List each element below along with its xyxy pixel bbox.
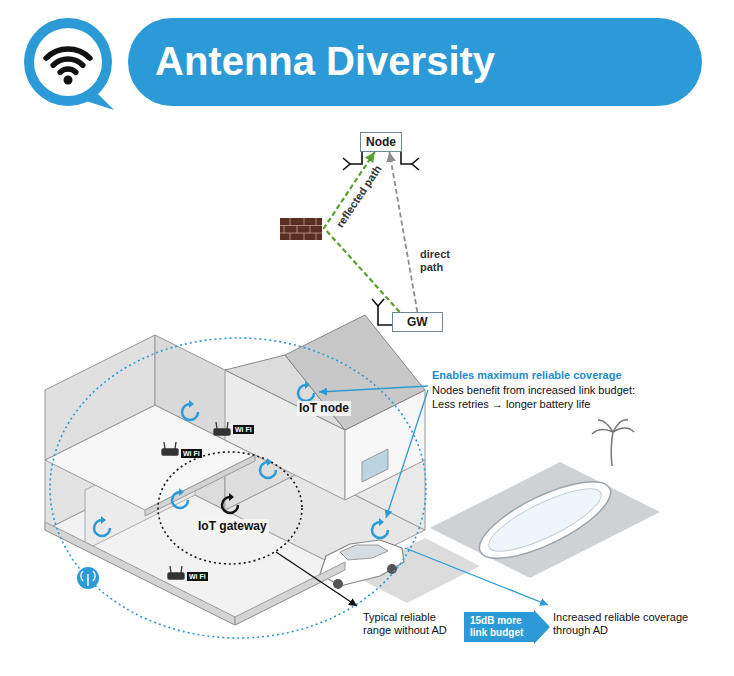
brick-wall	[280, 218, 322, 240]
iot-node-marker-head	[189, 400, 194, 408]
gateway-label: IoT gateway	[196, 519, 269, 534]
title-banner	[128, 18, 702, 106]
upper-floor-edge	[145, 455, 255, 516]
title-banner	[128, 18, 702, 106]
low-front-wall	[45, 522, 235, 625]
wifi-router	[170, 566, 182, 573]
wifi-icon	[64, 76, 73, 85]
range-note: Increased reliable coverage through AD	[553, 611, 713, 637]
car	[320, 540, 404, 586]
antenna-badge	[77, 567, 99, 589]
palm-tree	[592, 420, 634, 466]
node-antennas	[401, 152, 412, 164]
iot-node-marker-head	[179, 488, 184, 496]
house-illustration	[45, 315, 660, 625]
wifi-badge: Wi Fi	[181, 449, 202, 458]
wifi-icon	[24, 18, 114, 110]
car	[340, 545, 388, 560]
palm-tree	[592, 420, 634, 434]
antenna-badge	[77, 567, 99, 589]
roof	[285, 315, 425, 430]
box-text: 15dB more link budget	[464, 610, 534, 644]
leader-line	[319, 386, 428, 392]
gateway-antenna	[372, 299, 384, 306]
iot-node-marker-head	[101, 516, 106, 524]
iot-node-marker-head	[379, 518, 384, 526]
car	[387, 564, 397, 574]
iot-node-marker-head	[101, 381, 384, 526]
wifi-icon	[24, 18, 112, 106]
leader-line	[276, 386, 548, 606]
gateway-antenna	[372, 299, 392, 325]
wifi-router	[168, 573, 184, 579]
wifi-router	[164, 442, 176, 449]
iot-gateway-marker	[222, 493, 238, 513]
box-text: Node	[366, 135, 396, 149]
callout-heading: Enables maximum reliable coverage	[432, 369, 622, 382]
car	[320, 540, 404, 589]
leader-line	[405, 548, 548, 605]
wifi-icon	[34, 28, 102, 96]
wifi-router	[214, 429, 230, 435]
path-label: direct path	[420, 248, 458, 274]
wifi-badge: Wi Fi	[187, 572, 208, 581]
iot-gateway-marker	[229, 493, 234, 501]
coverage-with-ad	[50, 338, 426, 638]
window	[362, 449, 388, 482]
palm-tree	[611, 432, 613, 466]
brick-wall	[280, 218, 322, 240]
leader-line	[386, 390, 428, 518]
node-box: Node	[360, 132, 402, 152]
low-front-wall	[235, 562, 345, 625]
brick-wall	[280, 218, 322, 240]
wifi-icon	[53, 59, 83, 65]
wifi-icon	[60, 69, 76, 72]
antenna-badge	[81, 571, 95, 586]
title: Antenna Diversity	[155, 36, 495, 86]
node-antennas	[412, 158, 419, 170]
wifi-badge: Wi Fi	[233, 425, 254, 434]
wifi-router	[216, 422, 228, 429]
node-antennas	[350, 152, 362, 164]
pool	[470, 467, 620, 573]
gateway-antenna	[378, 306, 392, 325]
arrow-shape	[464, 610, 550, 644]
iot-node-marker	[94, 385, 388, 538]
box-text: GW	[407, 315, 428, 329]
leader-line	[276, 552, 357, 606]
wifi-router	[162, 449, 178, 455]
gateway-box: GW	[392, 312, 443, 332]
reflected-path	[324, 152, 400, 312]
iot-node-marker-head	[305, 381, 310, 389]
node-label: IoT node	[297, 401, 351, 416]
callout-note: Nodes benefit from increased link budget…	[432, 384, 635, 397]
coverage-without-ad	[158, 452, 302, 564]
path-label: reflected path	[334, 163, 385, 230]
upper-back-wall	[45, 335, 155, 460]
link-budget-arrow: 15dB more link budget	[464, 610, 550, 644]
wifi-router	[162, 422, 230, 579]
pool-inner	[482, 478, 608, 563]
car	[333, 579, 343, 589]
node-antennas	[343, 158, 350, 170]
callout-note: Less retries → longer battery life	[432, 398, 590, 411]
iot-node-marker-head	[267, 458, 272, 466]
direct-path	[389, 152, 417, 312]
range-note: Typical reliable range without AD	[363, 611, 461, 637]
wifi-icon	[46, 49, 90, 58]
